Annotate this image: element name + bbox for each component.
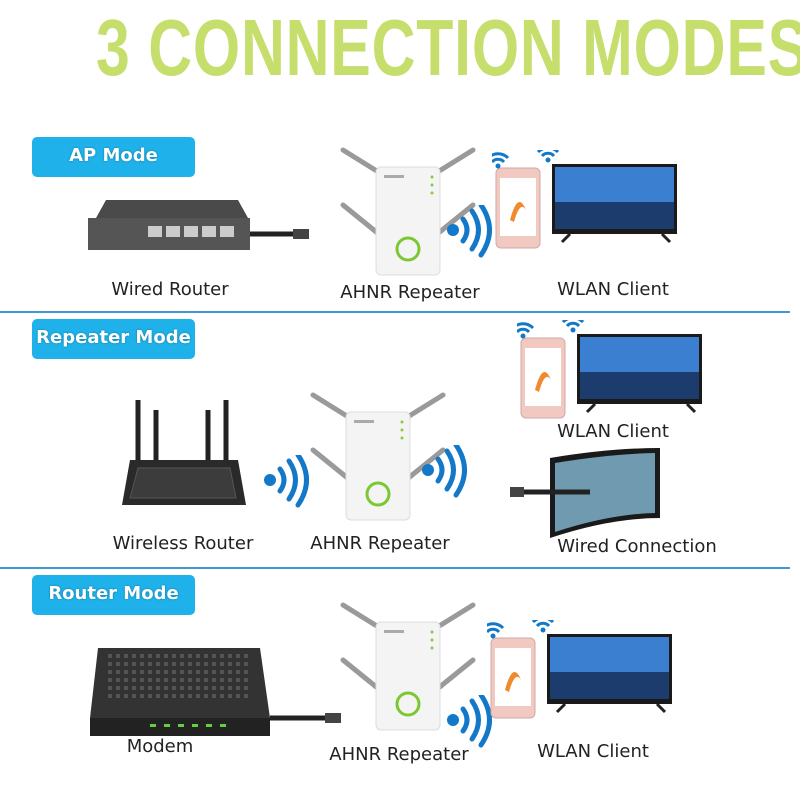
repeater-icon [310, 390, 450, 529]
mode-badge-ap: AP Mode [32, 137, 195, 177]
label-wireless-router: Wireless Router [112, 533, 254, 554]
label-wired-connection: Wired Connection [557, 536, 717, 557]
wlan-client-icon [486, 146, 687, 254]
repeater-icon [340, 145, 480, 284]
wifi-waves-icon [420, 442, 475, 504]
section-divider [0, 567, 790, 569]
wlan-client-icon [481, 616, 682, 724]
wifi-waves-icon [262, 452, 317, 514]
label-repeater: AHNR Repeater [329, 744, 469, 765]
wired-router-icon [88, 200, 318, 259]
wifi-waves-icon [445, 692, 500, 754]
wlan-client-icon [511, 316, 712, 424]
wireless-router-icon [118, 400, 248, 514]
label-wlan-client: WLAN Client [557, 421, 669, 442]
label-wired-router: Wired Router [111, 279, 229, 300]
wifi-waves-icon [445, 202, 500, 264]
section-divider [0, 311, 790, 313]
mode-badge-router: Router Mode [32, 575, 195, 615]
modem-icon [90, 648, 345, 742]
label-repeater: AHNR Repeater [310, 533, 450, 554]
label-modem: Modem [126, 736, 194, 757]
label-wlan-client: WLAN Client [557, 279, 669, 300]
repeater-icon [340, 600, 480, 739]
curved-tv-icon [510, 448, 665, 547]
label-wlan-client: WLAN Client [537, 741, 649, 762]
page-title: 3 CONNECTION MODES [96, 3, 800, 92]
mode-badge-repeater: Repeater Mode [32, 319, 195, 359]
label-repeater: AHNR Repeater [340, 282, 480, 303]
